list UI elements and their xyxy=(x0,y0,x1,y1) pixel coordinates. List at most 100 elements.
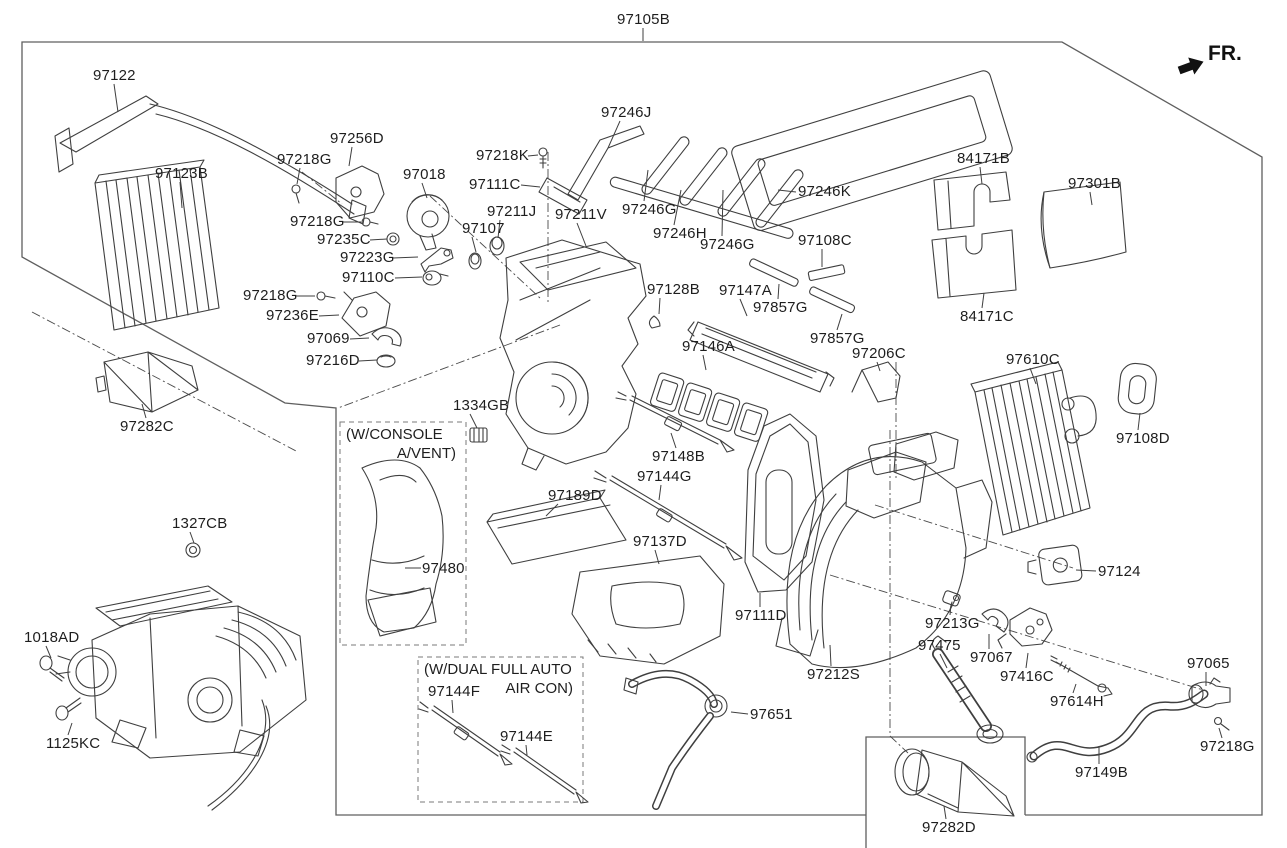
part-label-97189d-42[interactable]: 97189D xyxy=(548,487,602,504)
part-sketches xyxy=(39,70,1231,817)
sketch-97216d-cap xyxy=(376,354,396,368)
part-label-97857g-27[interactable]: 97857G xyxy=(753,299,808,316)
part-label-97105b-0[interactable]: 97105B xyxy=(617,11,670,28)
part-label-97218g-4[interactable]: 97218G xyxy=(277,151,332,168)
part-label-97246j-8[interactable]: 97246J xyxy=(601,104,652,121)
part-label-97475-53[interactable]: 97475 xyxy=(918,637,961,654)
leader-1327cb-39 xyxy=(189,531,195,544)
part-label-97246g-10[interactable]: 97246G xyxy=(622,201,677,218)
part-label-97213g-52[interactable]: 97213G xyxy=(925,615,980,632)
part-label-1125kc-48[interactable]: 1125KC xyxy=(46,735,101,752)
part-label-84171b-31[interactable]: 84171B xyxy=(957,150,1010,167)
part-label-97128b-25[interactable]: 97128B xyxy=(647,281,700,298)
sketch-1018ad-bolt xyxy=(39,655,65,682)
part-label-1334gb-38[interactable]: 1334GB xyxy=(453,397,510,414)
part-label-97610c-34[interactable]: 97610C xyxy=(1006,351,1060,368)
leader-97211v-9 xyxy=(576,222,587,247)
console-vent-box-text-0: (W/CONSOLE xyxy=(346,426,443,443)
sketch-97123b xyxy=(94,159,220,331)
part-label-97123b-2[interactable]: 97123B xyxy=(155,165,208,182)
part-label-97246k-15[interactable]: 97246K xyxy=(798,183,851,200)
part-label-97110c-20[interactable]: 97110C xyxy=(342,269,395,286)
part-label-97301b-32[interactable]: 97301B xyxy=(1068,175,1121,192)
leader-97110c-20 xyxy=(394,276,423,279)
part-label-97216d-24[interactable]: 97216D xyxy=(306,352,360,369)
sketch-97124-actuator xyxy=(1027,544,1083,586)
part-label-97218k-6[interactable]: 97218K xyxy=(476,147,529,164)
leader-97256d-3 xyxy=(348,146,353,167)
sketch-97147a-door xyxy=(687,321,835,393)
part-label-97235c-18[interactable]: 97235C xyxy=(317,231,371,248)
leader-97610c-34 xyxy=(1029,367,1037,385)
part-label-97256d-3[interactable]: 97256D xyxy=(330,130,384,147)
sketch-97480-duct xyxy=(361,459,444,637)
leader-97144f-49 xyxy=(451,699,454,714)
leader-97213g-52 xyxy=(949,604,952,616)
leader-97108d-35 xyxy=(1137,412,1141,431)
part-label-97018-5[interactable]: 97018 xyxy=(403,166,446,183)
part-label-97108c-16[interactable]: 97108C xyxy=(798,232,852,249)
leader-97282d-60 xyxy=(943,805,947,820)
leader-97206c-29 xyxy=(876,361,881,372)
part-label-1327cb-39[interactable]: 1327CB xyxy=(172,515,228,532)
leader-97857g-27 xyxy=(777,283,780,300)
leader-97246h-13 xyxy=(673,189,682,226)
leader-97146a-30 xyxy=(702,354,707,371)
part-label-97108d-35[interactable]: 97108D xyxy=(1116,430,1170,447)
part-97282d-box xyxy=(865,736,1026,848)
part-label-97218g-17[interactable]: 97218G xyxy=(290,213,345,230)
part-label-97107-12[interactable]: 97107 xyxy=(462,220,505,237)
sketch-97111c xyxy=(538,177,588,215)
part-label-97069-23[interactable]: 97069 xyxy=(307,330,350,347)
leader-97147a-26 xyxy=(739,298,748,317)
part-label-97124-36[interactable]: 97124 xyxy=(1098,563,1141,580)
part-label-97212s-45[interactable]: 97212S xyxy=(807,666,860,683)
part-label-97122-1[interactable]: 97122 xyxy=(93,67,136,84)
part-label-1018ad-47[interactable]: 1018AD xyxy=(24,629,80,646)
part-label-97146a-30[interactable]: 97146A xyxy=(682,338,735,355)
part-97282d-box-mask xyxy=(866,737,1025,848)
part-label-97236e-22[interactable]: 97236E xyxy=(266,307,319,324)
part-label-97651-51[interactable]: 97651 xyxy=(750,706,793,723)
part-label-97144f-49[interactable]: 97144F xyxy=(428,683,481,700)
part-label-97206c-29[interactable]: 97206C xyxy=(852,345,906,362)
leader-97651-51 xyxy=(730,711,749,715)
sketch-97212s-blower xyxy=(775,431,993,669)
part-label-97147a-26[interactable]: 97147A xyxy=(719,282,772,299)
sketch-97256d xyxy=(335,165,385,219)
part-label-97144g-41[interactable]: 97144G xyxy=(637,468,692,485)
part-label-97246g-14[interactable]: 97246G xyxy=(700,236,755,253)
sketch-1334gb-clip xyxy=(469,427,488,443)
part-label-97211v-9[interactable]: 97211V xyxy=(555,206,607,223)
part-label-97111d-44[interactable]: 97111D xyxy=(735,607,787,624)
part-label-97857g-28[interactable]: 97857G xyxy=(810,330,865,347)
sketch-97110c-knob xyxy=(422,270,449,286)
part-label-97218g-58[interactable]: 97218G xyxy=(1200,738,1255,755)
part-label-97065-57[interactable]: 97065 xyxy=(1187,655,1230,672)
part-label-97218g-21[interactable]: 97218G xyxy=(243,287,298,304)
part-label-97223g-19[interactable]: 97223G xyxy=(340,249,395,266)
part-label-97282c-37[interactable]: 97282C xyxy=(120,418,174,435)
centerlines xyxy=(31,152,1204,754)
part-label-97211j-11[interactable]: 97211J xyxy=(487,203,537,220)
part-label-97282d-60[interactable]: 97282D xyxy=(922,819,976,836)
dual-auto-aircon-box xyxy=(417,656,584,803)
part-label-97149b-59[interactable]: 97149B xyxy=(1075,764,1128,781)
part-label-84171c-33[interactable]: 84171C xyxy=(960,308,1014,325)
part-label-97137d-43[interactable]: 97137D xyxy=(633,533,687,550)
part-label-97246h-13[interactable]: 97246H xyxy=(653,225,707,242)
part-label-97416c-55[interactable]: 97416C xyxy=(1000,668,1054,685)
part-label-97144e-50[interactable]: 97144E xyxy=(500,728,553,745)
leader-97236e-22 xyxy=(318,314,340,317)
leader-84171b-31 xyxy=(979,166,983,185)
leader-1125kc-48 xyxy=(67,722,73,736)
part-label-97614h-56[interactable]: 97614H xyxy=(1050,693,1104,710)
part-label-97480-46[interactable]: 97480 xyxy=(422,560,465,577)
sketch-97282c-duct xyxy=(95,351,199,413)
sketch-97144g-rod xyxy=(593,470,743,561)
sketch-97065-fitting xyxy=(1188,677,1231,709)
part-label-97111c-7[interactable]: 97111C xyxy=(469,176,521,193)
part-label-97148b-40[interactable]: 97148B xyxy=(652,448,705,465)
sketch-97651-hose xyxy=(623,670,728,810)
part-label-97067-54[interactable]: 97067 xyxy=(970,649,1013,666)
